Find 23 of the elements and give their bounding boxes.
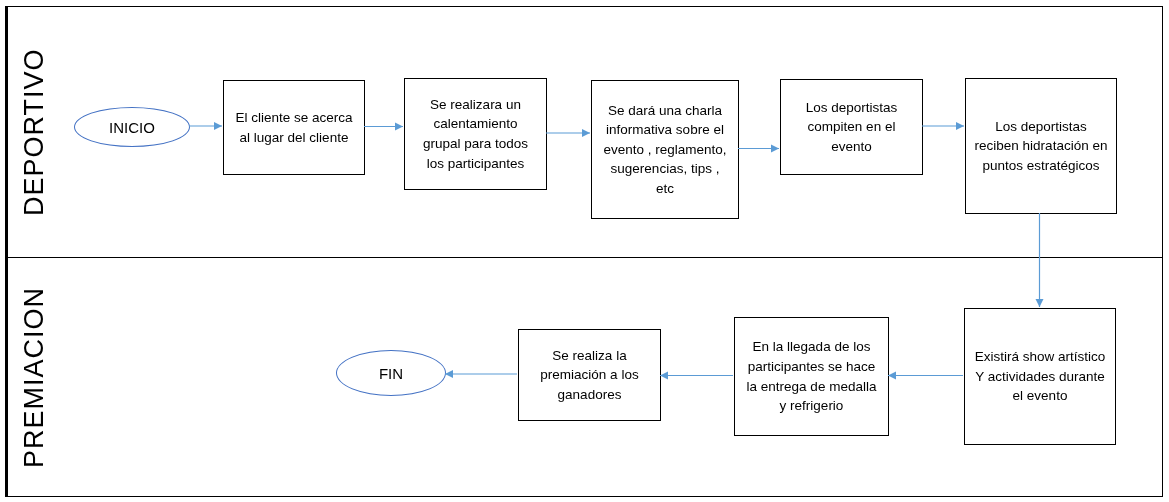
terminal-ellipse: INICIO — [74, 107, 190, 147]
arrow — [1035, 212, 1044, 308]
process-box: Existirá show artístico Y actividades durante el evento — [964, 308, 1116, 445]
arrow — [188, 121, 223, 131]
process-box: Los deportistas compiten en el evento — [780, 79, 923, 175]
lane-label: PREMIACION — [6, 258, 61, 496]
swimlane — [5, 6, 1163, 258]
process-box: El cliente se acerca al lugar del cliente — [223, 80, 365, 175]
lane-label: DEPORTIVO — [6, 7, 61, 257]
arrow — [921, 121, 965, 131]
arrow — [659, 371, 734, 380]
process-box: Se realiza la premiación a los ganadores — [518, 329, 661, 421]
arrow — [887, 371, 964, 380]
terminal-ellipse: FIN — [336, 350, 446, 396]
arrow — [363, 122, 404, 131]
arrow — [545, 128, 591, 138]
arrow — [444, 369, 518, 379]
process-box: En la llegada de los participantes se hace la entrega de medalla y refrigerio — [734, 317, 889, 436]
process-box: Se realizara un calentamiento grupal para todos los participantes — [404, 78, 547, 190]
process-box: Se dará una charla informativa sobre el evento , reglamento, sugerencias, tips , etc — [591, 80, 739, 219]
arrow — [737, 144, 780, 153]
swimlane — [5, 257, 1163, 497]
process-box: Los deportistas reciben hidratación en puntos estratégicos — [965, 78, 1117, 214]
